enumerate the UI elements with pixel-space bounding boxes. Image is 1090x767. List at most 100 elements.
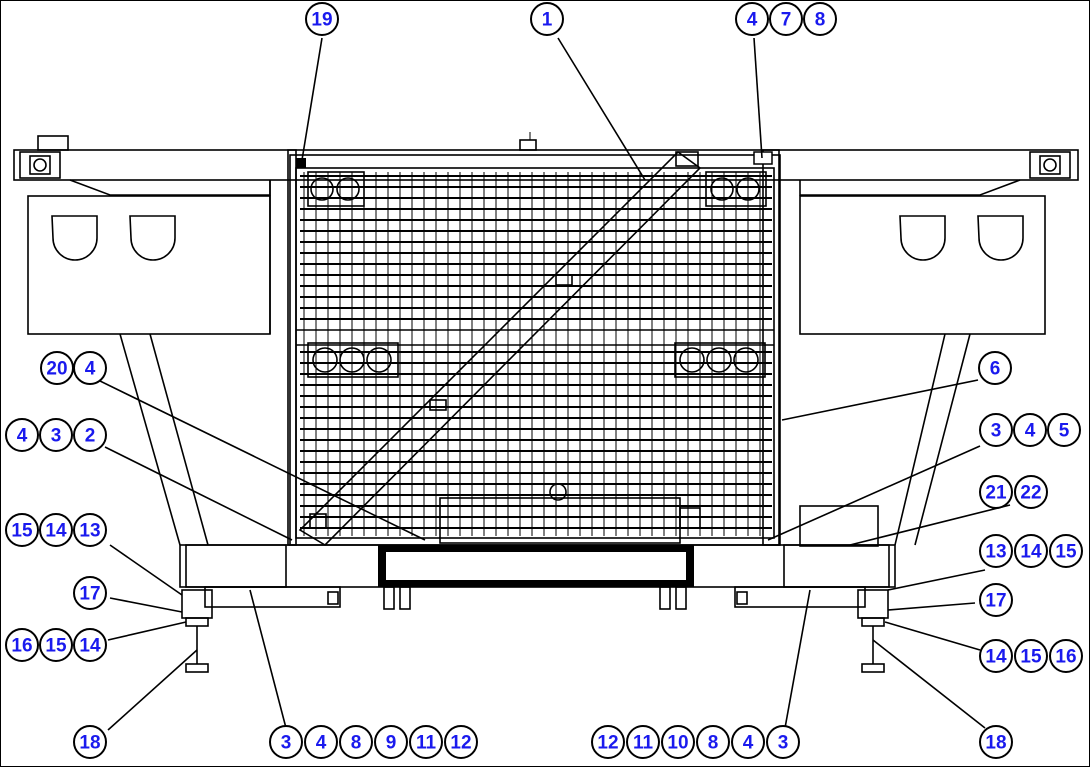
callout-bubble (731, 725, 765, 759)
callout-7: 7 (769, 2, 803, 36)
callout-12: 12 (444, 725, 478, 759)
callout-bubble (979, 725, 1013, 759)
callout-17: 17 (73, 576, 107, 610)
leader-lines (97, 37, 1011, 731)
callout-label: 9 (386, 733, 397, 754)
callout-4: 4 (73, 351, 107, 385)
callout-label: 3 (991, 421, 1002, 442)
callout-bubble (530, 2, 564, 36)
callout-label: 14 (45, 521, 67, 542)
callout-bubble (304, 725, 338, 759)
callout-4: 4 (1013, 413, 1047, 447)
callout-label: 8 (708, 733, 719, 754)
callout-13: 13 (979, 534, 1013, 568)
callout-3: 3 (979, 413, 1013, 447)
callout-11: 11 (409, 725, 443, 759)
callout-bubble (73, 513, 107, 547)
callout-22: 22 (1014, 475, 1048, 509)
callout-bubble (5, 513, 39, 547)
callout-label: 20 (46, 359, 67, 380)
callout-bubble (305, 2, 339, 36)
callout-label: 21 (985, 483, 1007, 504)
top-frame-beam (13, 132, 1079, 181)
callout-bubble (696, 725, 730, 759)
callout-bubble (39, 513, 73, 547)
callout-label: 10 (667, 733, 688, 754)
callout-label: 19 (311, 10, 332, 31)
callout-3: 3 (39, 418, 73, 452)
callout-bubble (409, 725, 443, 759)
callout-21: 21 (979, 475, 1013, 509)
callout-20: 20 (40, 351, 74, 385)
callout-8: 8 (696, 725, 730, 759)
callout-label: 3 (51, 426, 62, 447)
callout-label: 3 (778, 733, 789, 754)
callout-19: 19 (305, 2, 339, 36)
callout-bubble (1049, 534, 1083, 568)
callout-16: 16 (1049, 639, 1083, 673)
callout-label: 22 (1020, 483, 1041, 504)
callout-18: 18 (979, 725, 1013, 759)
callout-bubble (5, 418, 39, 452)
callout-18: 18 (73, 725, 107, 759)
callout-bubble (73, 725, 107, 759)
callout-label: 11 (416, 733, 437, 754)
callout-bubble (979, 475, 1013, 509)
callout-label: 15 (45, 636, 67, 657)
callout-bubble (1013, 413, 1047, 447)
callout-bubble (73, 628, 107, 662)
callout-bubble (269, 725, 303, 759)
callout-label: 1 (542, 10, 553, 31)
callout-label: 15 (1020, 647, 1042, 668)
callout-label: 12 (597, 733, 618, 754)
callout-17: 17 (979, 583, 1013, 617)
callout-label: 11 (633, 733, 654, 754)
callout-9: 9 (374, 725, 408, 759)
callout-label: 16 (1055, 647, 1076, 668)
callout-label: 18 (985, 733, 1006, 754)
callout-bubble (979, 583, 1013, 617)
radiator-grille (289, 154, 781, 546)
callout-15: 15 (1014, 639, 1048, 673)
callout-bubble (1014, 534, 1048, 568)
callout-3: 3 (766, 725, 800, 759)
callout-bubble (735, 2, 769, 36)
callout-bubble (661, 725, 695, 759)
callout-label: 18 (79, 733, 100, 754)
callout-label: 4 (17, 426, 28, 447)
callout-bubble (5, 628, 39, 662)
callout-bubble (803, 2, 837, 36)
bottom-crossmember (179, 505, 896, 673)
callout-label: 15 (1055, 542, 1077, 563)
callout-bubble (626, 725, 660, 759)
callout-4: 4 (731, 725, 765, 759)
callout-bubble (769, 2, 803, 36)
callout-bubble (979, 413, 1013, 447)
callout-label: 4 (1025, 421, 1036, 442)
callout-label: 4 (316, 733, 327, 754)
callout-bubble (444, 725, 478, 759)
callout-14: 14 (39, 513, 73, 547)
callout-bubble (39, 418, 73, 452)
callout-bubble (1049, 639, 1083, 673)
callout-15: 15 (5, 513, 39, 547)
callout-16: 16 (5, 628, 39, 662)
callout-label: 8 (815, 10, 826, 31)
callout-bubble (73, 351, 107, 385)
callout-label: 16 (11, 636, 32, 657)
callout-14: 14 (1014, 534, 1048, 568)
callout-2: 2 (73, 418, 107, 452)
callout-bubble (1014, 475, 1048, 509)
callout-13: 13 (73, 513, 107, 547)
callout-bubble (979, 534, 1013, 568)
callout-8: 8 (803, 2, 837, 36)
callout-label: 4 (85, 359, 96, 380)
callout-4: 4 (304, 725, 338, 759)
callout-15: 15 (39, 628, 73, 662)
callout-11: 11 (626, 725, 660, 759)
callout-8: 8 (339, 725, 373, 759)
callout-14: 14 (979, 639, 1013, 673)
callout-bubble (979, 639, 1013, 673)
callout-12: 12 (591, 725, 625, 759)
